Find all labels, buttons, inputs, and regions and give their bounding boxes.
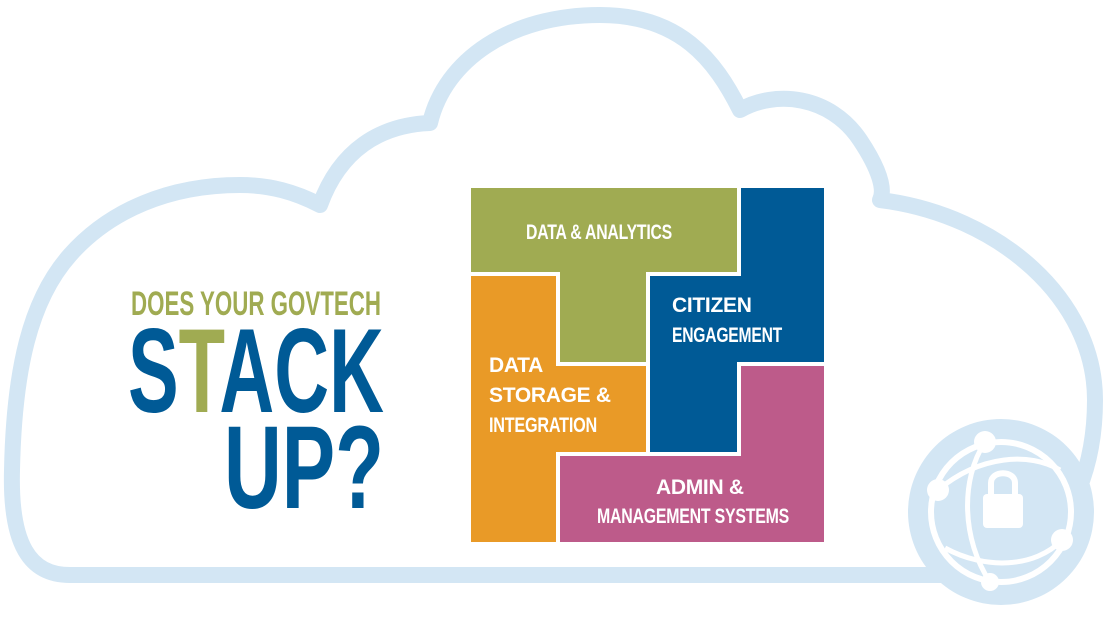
headline-line3: UP? xyxy=(224,402,384,534)
block-data-analytics xyxy=(471,188,737,362)
headline-t: T xyxy=(179,304,225,438)
globe-lock-icon xyxy=(908,419,1094,605)
block-citizen-engagement xyxy=(650,188,824,452)
headline-ack: ACK xyxy=(219,304,384,438)
label-storage-line3: INTEGRATION xyxy=(489,414,597,437)
headline-line1: DOES YOUR GOVTECH xyxy=(131,285,381,323)
block-admin-management xyxy=(560,366,824,542)
label-storage-line2: STORAGE & xyxy=(489,384,611,407)
label-admin-line2: MANAGEMENT SYSTEMS xyxy=(597,505,789,528)
label-citizen-line2: ENGAGEMENT xyxy=(672,324,782,347)
label-citizen-line1: CITIZEN xyxy=(672,294,752,317)
stack-blocks xyxy=(471,188,824,542)
headline-s: S xyxy=(128,304,179,438)
label-data-analytics: DATA & ANALYTICS xyxy=(526,221,672,244)
label-admin-line1: ADMIN & xyxy=(656,476,744,499)
headline-stack: STACK xyxy=(128,304,384,438)
label-storage-line1: DATA xyxy=(489,354,543,377)
block-data-storage xyxy=(471,276,646,542)
